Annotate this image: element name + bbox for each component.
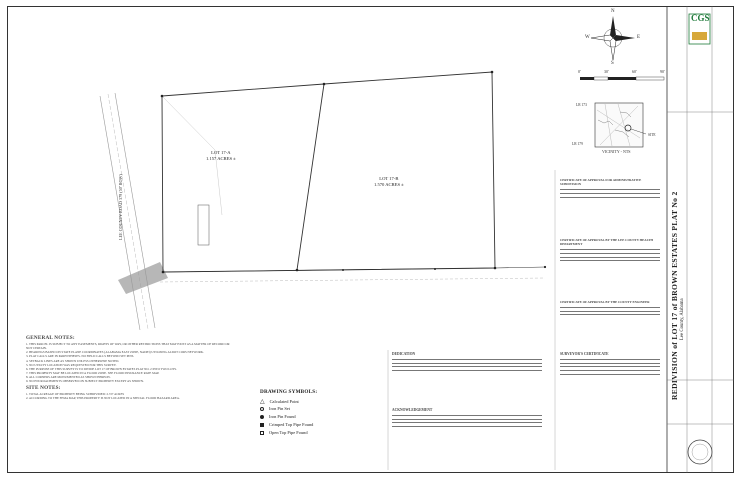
- existing-building: [197, 204, 210, 246]
- filled-circle-icon: [260, 414, 264, 419]
- open-circle-icon: [260, 406, 264, 411]
- east-letter: E: [637, 35, 641, 40]
- road-label: LEE COUNTY ROAD 379 (50' ROW): [118, 174, 123, 240]
- acknowledgement-block: ACKNOWLEDGEMENT: [392, 408, 542, 427]
- admin-approval-block: CERTIFICATE OF APPROVAL FOR ADMINISTRATI…: [560, 178, 660, 198]
- open-square-icon: [260, 430, 264, 435]
- note-item: 5. NO UTILITY LOCATION WAS REQUESTED FOR…: [26, 362, 117, 367]
- surveyor-seal-icon: [687, 439, 713, 465]
- symbol-row: Iron Pin Found: [260, 414, 296, 419]
- vicinity-map: [594, 102, 647, 148]
- site-notes-heading: SITE NOTES:: [26, 385, 61, 392]
- road-row-line-2: [114, 92, 156, 329]
- site-note-item: 2. ACCORDING TO THE FEMA MAP, THIS PROPE…: [26, 396, 180, 401]
- setback-line: [159, 277, 546, 283]
- dedication-block: DEDICATION: [392, 352, 542, 371]
- site-note-item: 1. TOTAL ACREAGE OF PROPERTY BEING SUBDI…: [26, 392, 125, 397]
- lot-division-line: [296, 83, 325, 271]
- drawing-symbols-heading: DRAWING SYMBOLS:: [260, 389, 318, 395]
- engineer-approval-block: CERTIFICATE OF APPROVAL BY THE COUNTY EN…: [560, 300, 660, 315]
- lot-17-boundary: [161, 71, 496, 273]
- road-centerline: [107, 93, 149, 330]
- plat-title: REDIVISION of LOT 17 of BROWN ESTATES PL…: [670, 191, 679, 400]
- cgs-logo-icon: [688, 13, 711, 45]
- vicinity-tag: LR 173: [576, 103, 587, 107]
- logo-text: CGS: [691, 13, 710, 23]
- note-item: 4. SETBACK LINES ARE AS SHOWN UNLESS OTH…: [26, 358, 120, 363]
- general-notes: GENERAL NOTES: 1. THIS PARCEL IS SUBJECT…: [26, 335, 231, 401]
- lot-17a-label: LOT 17-A 1.157 ACRES ±: [206, 150, 236, 161]
- west-letter: W: [585, 35, 590, 40]
- north-arrow-icon: [590, 16, 635, 61]
- triangle-icon: △: [260, 399, 265, 405]
- vicinity-label: VICINITY - NTS: [602, 149, 631, 154]
- lot-name: LOT 17-B: [379, 176, 399, 181]
- symbol-row: Crimped Top Pipe Found: [260, 422, 313, 427]
- scale-label: 90': [660, 69, 665, 74]
- hatched-area: [118, 262, 168, 294]
- note-item: 8. ALL CORNERS ARE MONUMENTED AS SHOWN H…: [26, 374, 111, 379]
- note-item: 1. THIS PARCEL IS SUBJECT TO ANY EASEMEN…: [26, 342, 230, 351]
- general-notes-heading: GENERAL NOTES:: [26, 335, 75, 341]
- lot-area: 1.157 ACRES ±: [206, 155, 236, 161]
- south-letter: S: [611, 61, 614, 66]
- vicinity-tag: SITE: [648, 133, 656, 137]
- surveyor-certificate-block: SURVEYOR'S CERTIFICATE: [560, 352, 660, 375]
- health-approval-block: CERTIFICATE OF APPROVAL BY THE LEE COUNT…: [560, 238, 660, 261]
- symbol-row: Iron Pin Set: [260, 406, 290, 411]
- scale-bar-icon: [580, 76, 665, 81]
- note-item: 9. NO ENCROACHMENTS OBSERVED ON SUBJECT …: [26, 379, 144, 384]
- scale-label: 30': [604, 69, 609, 74]
- lot-name: LOT 17-A: [211, 150, 231, 155]
- lot-area: 1.570 ACRES ±: [374, 181, 404, 187]
- note-item: 7. THIS PROPERTY MAY BE LOCATED IN A FLO…: [26, 370, 160, 375]
- note-item: 6. THE PURPOSE OF THIS SURVEY IS TO DIVI…: [26, 366, 177, 371]
- symbol-row: Open Top Pipe Found: [260, 430, 308, 435]
- plat-subtitle: Lee County, Alabama: [680, 298, 685, 340]
- symbol-row: △Calculated Point: [260, 399, 299, 405]
- note-item: 2. BEARINGS BASED ON STATE PLANE COORDIN…: [26, 350, 204, 355]
- south-line: [162, 267, 496, 273]
- north-letter: N: [611, 9, 615, 14]
- vicinity-tag: LR 179: [572, 142, 583, 146]
- scale-label: 60': [632, 69, 637, 74]
- lot-17b-label: LOT 17-B 1.570 ACRES ±: [374, 176, 404, 187]
- drawing-sheet: [7, 6, 734, 473]
- scale-label: 0': [578, 69, 581, 74]
- note-item: 3. PLAT CALLS ARE IN PARENTHESES. NO FIE…: [26, 354, 135, 359]
- filled-square-icon: [260, 422, 264, 427]
